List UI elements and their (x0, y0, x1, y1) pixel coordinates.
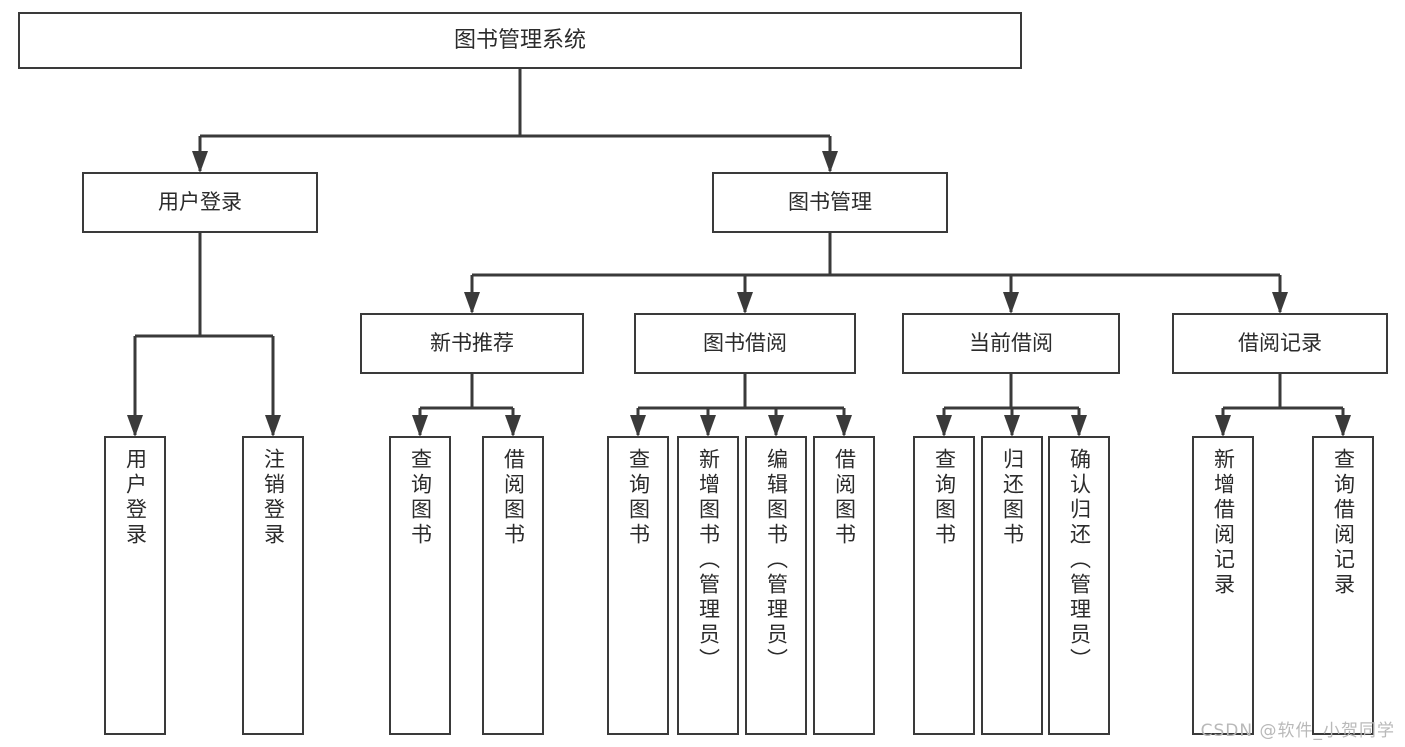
arrow-head-icon (265, 415, 281, 437)
node-new-book-rec[interactable]: 新书推荐 (360, 313, 584, 374)
node-label: 归还图书 (1000, 448, 1025, 548)
arrow-head-icon (700, 415, 716, 437)
node-label: 注销登录 (261, 448, 286, 548)
node-leaf-edit-book[interactable]: 编辑图书（管理员） (745, 436, 807, 735)
node-leaf-add-book[interactable]: 新增图书（管理员） (677, 436, 739, 735)
node-leaf-borrow-book-2[interactable]: 借阅图书 (813, 436, 875, 735)
arrow-head-icon (737, 292, 753, 314)
arrow-head-icon (822, 151, 838, 173)
arrow-head-icon (1272, 292, 1288, 314)
node-label: 借阅图书 (832, 448, 857, 548)
node-leaf-return-book[interactable]: 归还图书 (981, 436, 1043, 735)
node-leaf-borrow-book-1[interactable]: 借阅图书 (482, 436, 544, 735)
node-leaf-query-book-2[interactable]: 查询图书 (607, 436, 669, 735)
node-borrow-record[interactable]: 借阅记录 (1172, 313, 1388, 374)
node-label: 查询图书 (626, 448, 651, 548)
node-user-login[interactable]: 用户登录 (82, 172, 318, 233)
node-leaf-query-book-1[interactable]: 查询图书 (389, 436, 451, 735)
node-label: 新增借阅记录 (1211, 448, 1236, 598)
arrow-head-icon (1215, 415, 1231, 437)
node-label: 借阅图书 (501, 448, 526, 548)
node-leaf-confirm-return[interactable]: 确认归还（管理员） (1048, 436, 1110, 735)
node-label: 查询图书 (932, 448, 957, 548)
node-label: 借阅记录 (1238, 331, 1322, 356)
arrow-head-icon (192, 151, 208, 173)
node-label: 查询借阅记录 (1331, 448, 1356, 598)
arrow-head-icon (1335, 415, 1351, 437)
arrow-head-icon (630, 415, 646, 437)
node-book-manage[interactable]: 图书管理 (712, 172, 948, 233)
arrow-head-icon (768, 415, 784, 437)
node-label: 图书管理 (788, 190, 872, 215)
node-label: 图书借阅 (703, 331, 787, 356)
node-label: 查询图书 (408, 448, 433, 548)
node-label: 编辑图书（管理员） (764, 448, 789, 673)
node-label: 图书管理系统 (453, 27, 586, 53)
arrow-head-icon (127, 415, 143, 437)
node-leaf-user-login[interactable]: 用户登录 (104, 436, 166, 735)
node-label: 用户登录 (123, 448, 148, 548)
arrow-head-icon (412, 415, 428, 437)
node-book-borrow[interactable]: 图书借阅 (634, 313, 856, 374)
node-leaf-logout[interactable]: 注销登录 (242, 436, 304, 735)
arrow-head-icon (1004, 415, 1020, 437)
node-label: 当前借阅 (969, 331, 1053, 356)
node-current-borrow[interactable]: 当前借阅 (902, 313, 1120, 374)
node-label: 新增图书（管理员） (696, 448, 721, 673)
node-label: 新书推荐 (430, 331, 514, 356)
arrow-head-icon (936, 415, 952, 437)
node-root-root[interactable]: 图书管理系统 (18, 12, 1022, 69)
node-leaf-query-record[interactable]: 查询借阅记录 (1312, 436, 1374, 735)
arrow-head-icon (505, 415, 521, 437)
node-label: 用户登录 (158, 190, 242, 215)
node-label: 确认归还（管理员） (1067, 448, 1092, 673)
arrow-head-icon (464, 292, 480, 314)
node-leaf-add-record[interactable]: 新增借阅记录 (1192, 436, 1254, 735)
node-leaf-query-book-3[interactable]: 查询图书 (913, 436, 975, 735)
arrow-head-icon (1003, 292, 1019, 314)
arrow-head-icon (1071, 415, 1087, 437)
arrow-head-icon (836, 415, 852, 437)
